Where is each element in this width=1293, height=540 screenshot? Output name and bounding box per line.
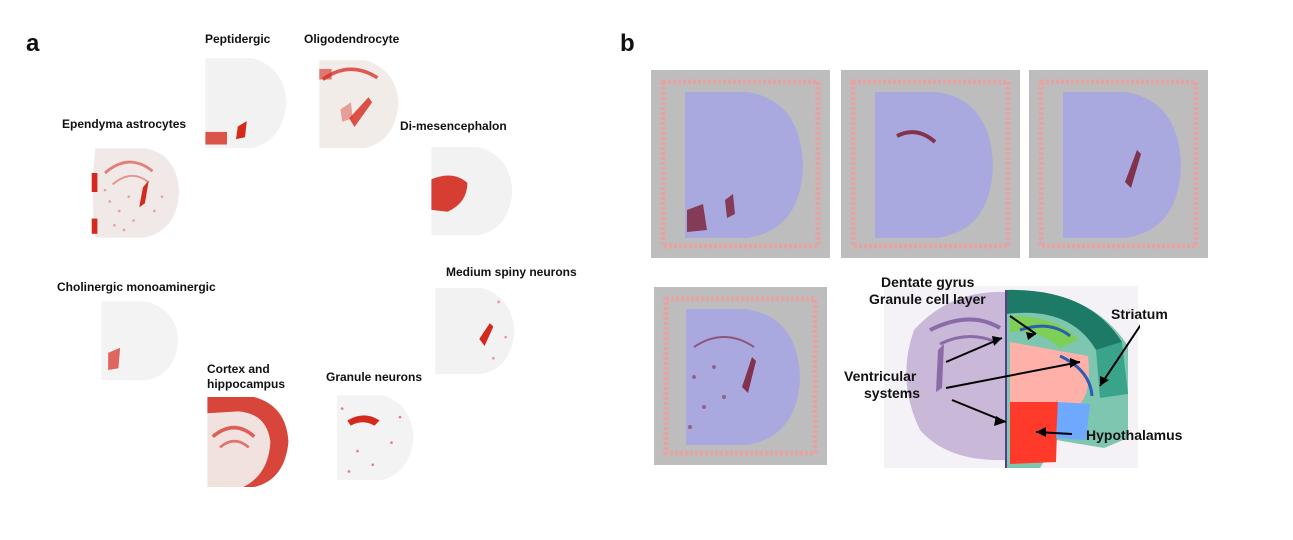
label-oligodendrocyte: Oligodendrocyte — [304, 32, 400, 46]
map-cholinergic-monoaminergic — [96, 298, 182, 382]
slide-4 — [654, 287, 827, 465]
map-granule-neurons — [332, 390, 417, 485]
panel-b-letter: b — [620, 30, 635, 57]
label-di-mesencephalon: Di-mesencephalon — [400, 119, 507, 133]
label-granule-neurons: Granule neurons — [326, 370, 423, 384]
panel-a-letter: a — [26, 30, 40, 57]
map-cortex-hippocampus — [202, 393, 292, 491]
label-peptidergic: Peptidergic — [205, 32, 271, 46]
label-hypothalamus: Hypothalamus — [1086, 427, 1183, 443]
map-medium-spiny-neurons — [430, 283, 518, 379]
label-ependyma-astrocytes: Ependyma astrocytes — [62, 117, 187, 131]
label-ventricular-systems-line2: systems — [864, 385, 921, 401]
label-cholinergic-monoaminergic: Cholinergic monoaminergic — [57, 280, 216, 294]
brain-atlas-annotated — [860, 270, 1157, 475]
map-ependyma-astrocytes — [86, 142, 181, 242]
map-peptidergic — [200, 54, 290, 154]
label-ventricular-systems-line1: Ventricular — [844, 368, 917, 384]
label-dentate-gyrus-line1: Dentate gyrus — [881, 274, 975, 290]
map-oligodendrocyte — [314, 55, 402, 155]
label-dentate-gyrus-line2: Granule cell layer — [869, 291, 986, 307]
label-cortex-hippocampus-line2: hippocampus — [207, 377, 286, 391]
map-di-mesencephalon — [426, 143, 516, 239]
label-cortex-hippocampus-line1: Cortex and — [207, 362, 270, 376]
slide-3 — [1029, 70, 1208, 258]
slide-1 — [651, 70, 830, 258]
label-striatum: Striatum — [1111, 306, 1168, 322]
slide-2 — [841, 70, 1020, 258]
label-medium-spiny-neurons: Medium spiny neurons — [446, 265, 577, 279]
